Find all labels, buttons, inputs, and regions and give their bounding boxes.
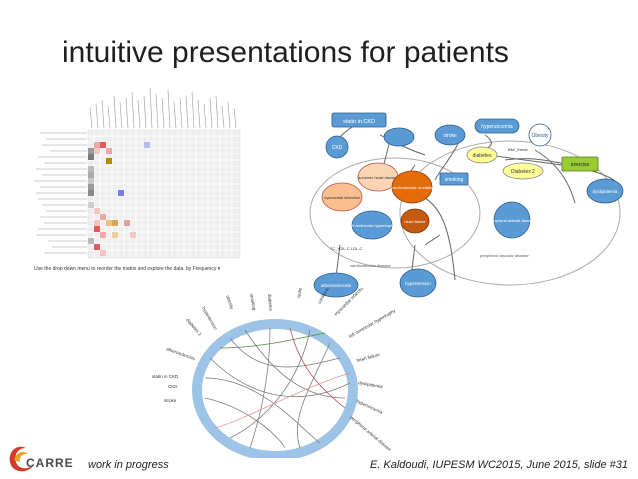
cluster-label-pvd: peripheral vascular disease	[480, 253, 529, 258]
graph-node-smoking-sprite[interactable]	[383, 127, 415, 147]
slide-title: intuitive presentations for patients	[62, 36, 509, 69]
node-label: atherosclerosis	[321, 283, 352, 288]
chord-label: diabetes 2	[185, 317, 202, 337]
chord-label: cardiovascular mortality	[317, 288, 345, 305]
directed-graph-figure: statin in CKD CKD stroke hyperuricemia O…	[309, 112, 624, 298]
chord-label: left ventricular hypertrophy	[348, 308, 397, 339]
node-label: dyslipidemia	[593, 189, 618, 194]
carre-logo	[9, 446, 35, 472]
graph-node-hypertension[interactable]: hypertension	[399, 268, 437, 298]
edge-label-bmi: BMI_threat	[508, 147, 528, 152]
graph-node-ckd[interactable]: CKD	[325, 135, 349, 159]
node-label: stroke	[443, 133, 457, 139]
node-label: left ventricular hypertrophy	[348, 223, 395, 228]
chord-label: statin in CKD	[152, 374, 179, 379]
logo-swoosh-icon	[9, 446, 35, 472]
cluster-label-cvd: cardiovascular disease	[350, 263, 391, 268]
graph-node-cvmortality[interactable]: cardiovascular mortality	[391, 170, 433, 204]
chord-label: dyslipidemia	[358, 380, 384, 389]
graph-node-hf[interactable]: heart failure	[400, 208, 430, 234]
chord-labels: hypertension obesity smoking diabetes is…	[152, 288, 397, 452]
graph-node-atherosclerosis[interactable]: atherosclerosis	[313, 272, 359, 298]
edge-label-tc: TC_HDL-C LDL-C	[330, 246, 363, 251]
footer-status: work in progress	[88, 459, 169, 471]
matrix-caption: Use the drop down menu to reorder the ma…	[34, 266, 221, 272]
node-label: diabetes	[473, 153, 492, 159]
chord-label: peripheral arterial disease	[349, 415, 392, 452]
node-label: Obesity	[532, 133, 549, 139]
node-label: peripheral arterial disease	[489, 218, 536, 223]
adjacency-matrix-figure: Use the drop down menu to reorder the ma…	[34, 87, 241, 272]
node-label: hypertension	[405, 281, 431, 286]
graph-node-diabetes[interactable]: diabetes	[466, 146, 498, 164]
graph-node-pad[interactable]: peripheral arterial disease	[489, 201, 536, 239]
graph-node-hyperuricemia[interactable]: hyperuricemia	[474, 118, 520, 134]
node-label: hyperuricemia	[481, 124, 513, 130]
matrix-row-labels	[34, 132, 87, 254]
matrix-column-labels	[89, 87, 237, 129]
footer-citation: E. Kaldoudi, IUPESM WC2015, June 2015, s…	[369, 459, 628, 471]
graph-node-mi[interactable]: myocardial infarction	[321, 182, 363, 212]
node-label: exercise	[571, 162, 590, 168]
node-label: smoking	[445, 177, 464, 183]
node-label: ischemic heart disease	[358, 175, 399, 180]
matrix-gridlines	[88, 130, 240, 258]
node-label: CKD	[332, 145, 343, 151]
graph-node-dyslipidemia[interactable]: dyslipidemia	[586, 178, 624, 204]
logo-text: CARRE	[26, 456, 74, 470]
matrix-cells	[88, 142, 150, 256]
graph-node-lvh[interactable]: left ventricular hypertrophy	[348, 210, 396, 240]
node-label: heart failure	[404, 219, 426, 224]
chord-label: CKD	[168, 384, 178, 389]
chord-label: smoking	[249, 293, 257, 311]
graph-node-stroke[interactable]: stroke	[434, 124, 466, 146]
chord-label: stroke	[164, 398, 177, 403]
node-label: cardiovascular mortality	[391, 185, 433, 190]
chord-ring	[192, 319, 358, 458]
node-label: myocardial infarction	[324, 195, 361, 200]
graph-node-obesity[interactable]: Obesity	[528, 123, 552, 147]
chord-diagram-figure: hypertension obesity smoking diabetes is…	[152, 288, 397, 458]
graph-node-smoking[interactable]: smoking	[439, 172, 469, 186]
chord-label: obesity	[225, 295, 235, 311]
graph-node-statin[interactable]: statin in CKD	[331, 112, 387, 128]
graph-node-diabetes2[interactable]: Diabetes 2	[502, 162, 544, 180]
chord-label: atherosclerosis	[166, 346, 197, 361]
chord-label: myocardial infarction	[333, 288, 366, 317]
chord-label: heart failure	[356, 352, 381, 363]
chord-label: diabetes	[267, 294, 274, 312]
chord-label: ischemic heart disease	[296, 288, 309, 298]
chord-label: hyperuricemia	[356, 398, 384, 415]
node-label: Diabetes 2	[511, 169, 535, 175]
graph-node-exercise[interactable]: exercise	[561, 156, 599, 172]
chord-links	[204, 327, 351, 449]
chord-label: hypertension	[201, 306, 218, 331]
node-label: statin in CKD	[343, 119, 375, 125]
